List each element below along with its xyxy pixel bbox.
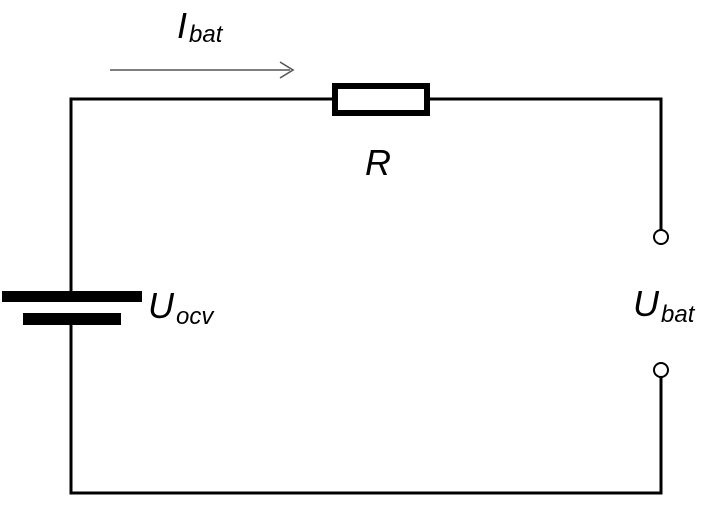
circuit-wires [69,97,663,495]
wire-top-right [427,97,663,230]
battery-plate-short [23,313,121,325]
resistor-label: R [365,142,391,183]
battery [2,291,142,325]
battery-plate-long [2,291,142,302]
resistor [332,83,430,116]
source-voltage-label: Uocv [148,285,215,330]
current-direction-arrow [110,61,295,79]
terminal-voltage-label: Ubat [633,283,696,328]
wire-top-left [69,97,335,293]
terminal-bottom [653,362,669,378]
current-label: Ibat [177,5,224,48]
terminal-top [653,229,669,245]
wire-bottom [69,322,663,495]
